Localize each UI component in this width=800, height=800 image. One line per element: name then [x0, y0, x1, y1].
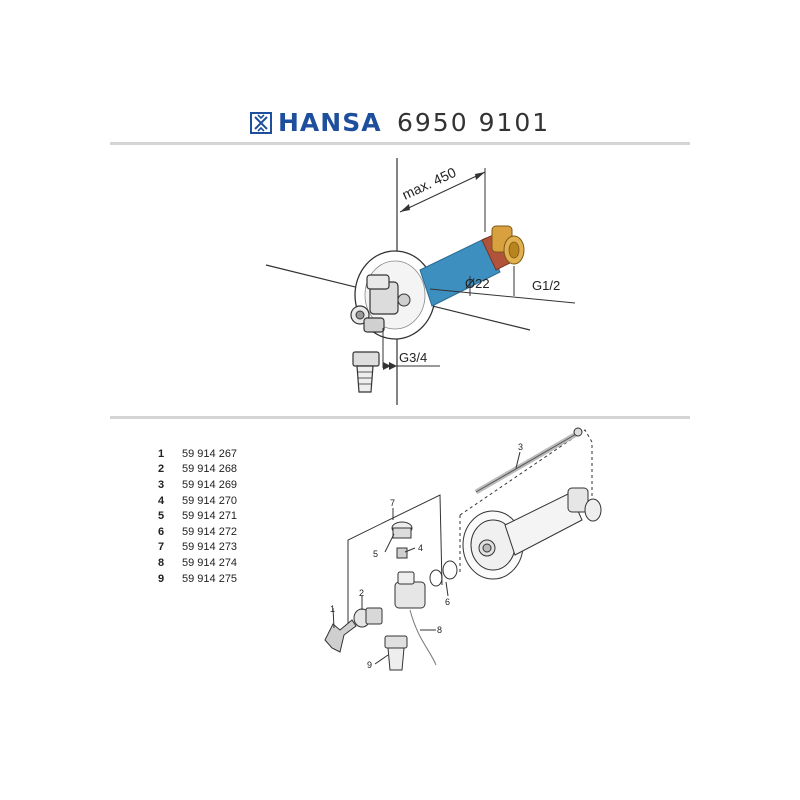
part-code: 59 914 274	[182, 556, 238, 569]
part-number: 1	[158, 447, 165, 460]
part-number: 5	[158, 510, 165, 523]
pipe-diameter-label: Ø22	[465, 276, 490, 291]
part-number: 8	[158, 556, 165, 569]
part-code: 59 914 270	[182, 494, 238, 507]
parts-list-row: 1 59 914 267	[158, 446, 237, 462]
part-number: 7	[158, 541, 165, 554]
part-number: 4	[158, 494, 165, 507]
hose-connector	[352, 351, 380, 393]
part-number: 6	[158, 525, 165, 538]
callout-5: 5	[373, 549, 378, 559]
parts-list-row: 3 59 914 269	[158, 477, 237, 493]
callout-6: 6	[445, 597, 450, 607]
brass-elbow	[491, 225, 525, 265]
part-code: 59 914 275	[182, 572, 238, 585]
dimension-max-label: max. 450	[400, 164, 459, 203]
outlet-thread-label: G3/4	[399, 350, 427, 365]
part-number: 2	[158, 463, 165, 476]
parts-list-row: 7 59 914 273	[158, 540, 237, 556]
callout-8: 8	[437, 625, 442, 635]
part-code: 59 914 271	[182, 510, 238, 523]
installation-diagram: max. 450	[265, 158, 576, 405]
parts-list-row: 6 59 914 272	[158, 524, 237, 540]
callout-7: 7	[390, 498, 395, 508]
callout-1: 1	[330, 604, 335, 614]
part-code: 59 914 269	[182, 478, 238, 491]
part-code: 59 914 272	[182, 525, 238, 538]
insulated-pipe	[419, 237, 501, 307]
part-code: 59 914 273	[182, 541, 238, 554]
divider-top	[110, 142, 690, 145]
part-code: 59 914 268	[182, 463, 238, 476]
part-number: 3	[158, 478, 165, 491]
callout-9: 9	[367, 660, 372, 670]
parts-list-row: 8 59 914 274	[158, 555, 237, 571]
callout-3: 3	[518, 442, 523, 452]
callout-4: 4	[418, 543, 423, 553]
callout-labels: 1 2 3 4 5 6 7 8 9	[330, 442, 523, 670]
valve-body	[350, 274, 411, 333]
part-number: 9	[158, 572, 165, 585]
parts-list-row: 9 59 914 275	[158, 571, 237, 587]
part-code: 59 914 267	[182, 447, 238, 460]
parts-list-row: 4 59 914 270	[158, 493, 237, 509]
brand-name: HANSA	[278, 108, 382, 137]
parts-list-row: 2 59 914 268	[158, 462, 237, 478]
exploded-pipe	[504, 492, 583, 556]
parts-list-row: 5 59 914 271	[158, 508, 237, 524]
header: HANSA 6950 9101	[0, 104, 800, 144]
hansa-logo-icon	[250, 112, 272, 134]
inlet-thread-label: G1/2	[532, 278, 560, 293]
exploded-elbow	[567, 487, 602, 522]
hansa-logo: HANSA	[250, 108, 382, 137]
callout-2: 2	[359, 588, 364, 598]
model-number: 6950 9101	[397, 108, 551, 137]
parts-list: 1 59 914 267 2 59 914 268 3 59 914 269 4 59 …	[158, 446, 237, 586]
exploded-view	[324, 427, 602, 671]
divider-middle	[110, 416, 690, 419]
